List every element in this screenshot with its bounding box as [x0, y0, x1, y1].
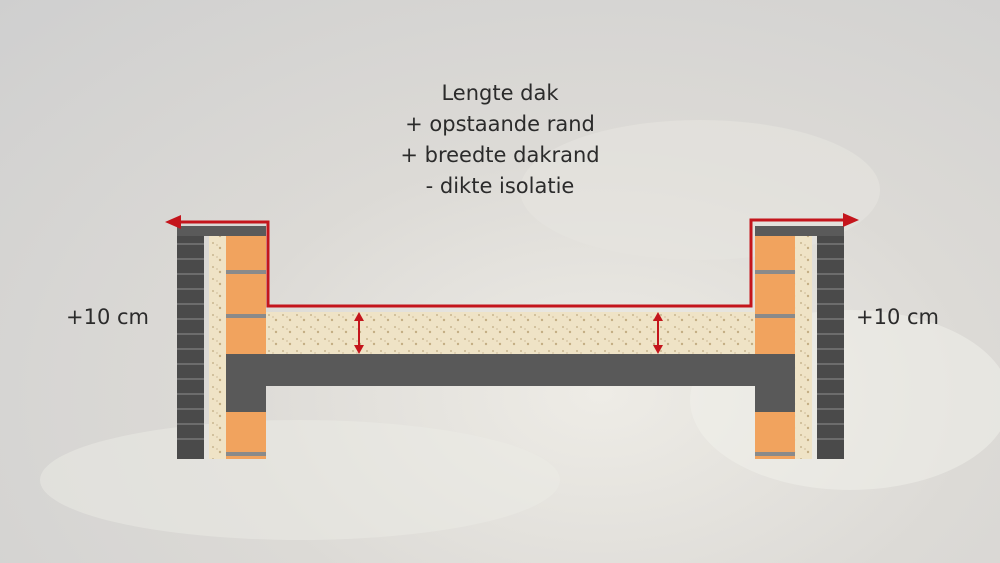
- left-arrowhead: [165, 215, 181, 229]
- formula-line-upstand: + opstaande rand: [405, 112, 595, 136]
- right-wall-cap: [755, 226, 844, 236]
- left-cavity-insulation: [209, 229, 226, 459]
- left-inner-brick-leaf: [226, 229, 266, 459]
- concrete-roof-slab: [226, 354, 795, 412]
- right-outer-brick-leaf: [817, 229, 844, 459]
- left-outer-mortar-joints: [177, 243, 204, 440]
- right-extra-length-label: +10 cm: [856, 305, 939, 329]
- left-wall-cap: [177, 226, 266, 236]
- left-wall: [177, 226, 266, 459]
- left-extra-length-label: +10 cm: [66, 305, 149, 329]
- formula-line-insulation: - dikte isolatie: [425, 174, 575, 198]
- right-inner-brick-leaf: [755, 229, 795, 459]
- right-insulation-thickness-arrow: [653, 312, 663, 354]
- left-inner-mortar-joints: [226, 270, 266, 456]
- roof-length-formula: Lengte dak + opstaande rand + breedte da…: [300, 78, 700, 202]
- right-inner-mortar-joints: [755, 270, 795, 456]
- formula-line-roof-length: Lengte dak: [441, 81, 559, 105]
- left-outer-brick-leaf: [177, 229, 204, 459]
- right-arrowhead: [843, 213, 859, 227]
- right-outer-mortar-joints: [817, 243, 844, 440]
- roof-membrane-length-line: [178, 218, 846, 308]
- roof-insulation-layer: [266, 312, 755, 354]
- formula-line-roof-edge: + breedte dakrand: [400, 143, 600, 167]
- left-insulation-thickness-arrow: [354, 312, 364, 354]
- right-wall: [755, 226, 844, 459]
- right-cavity-insulation: [795, 229, 812, 459]
